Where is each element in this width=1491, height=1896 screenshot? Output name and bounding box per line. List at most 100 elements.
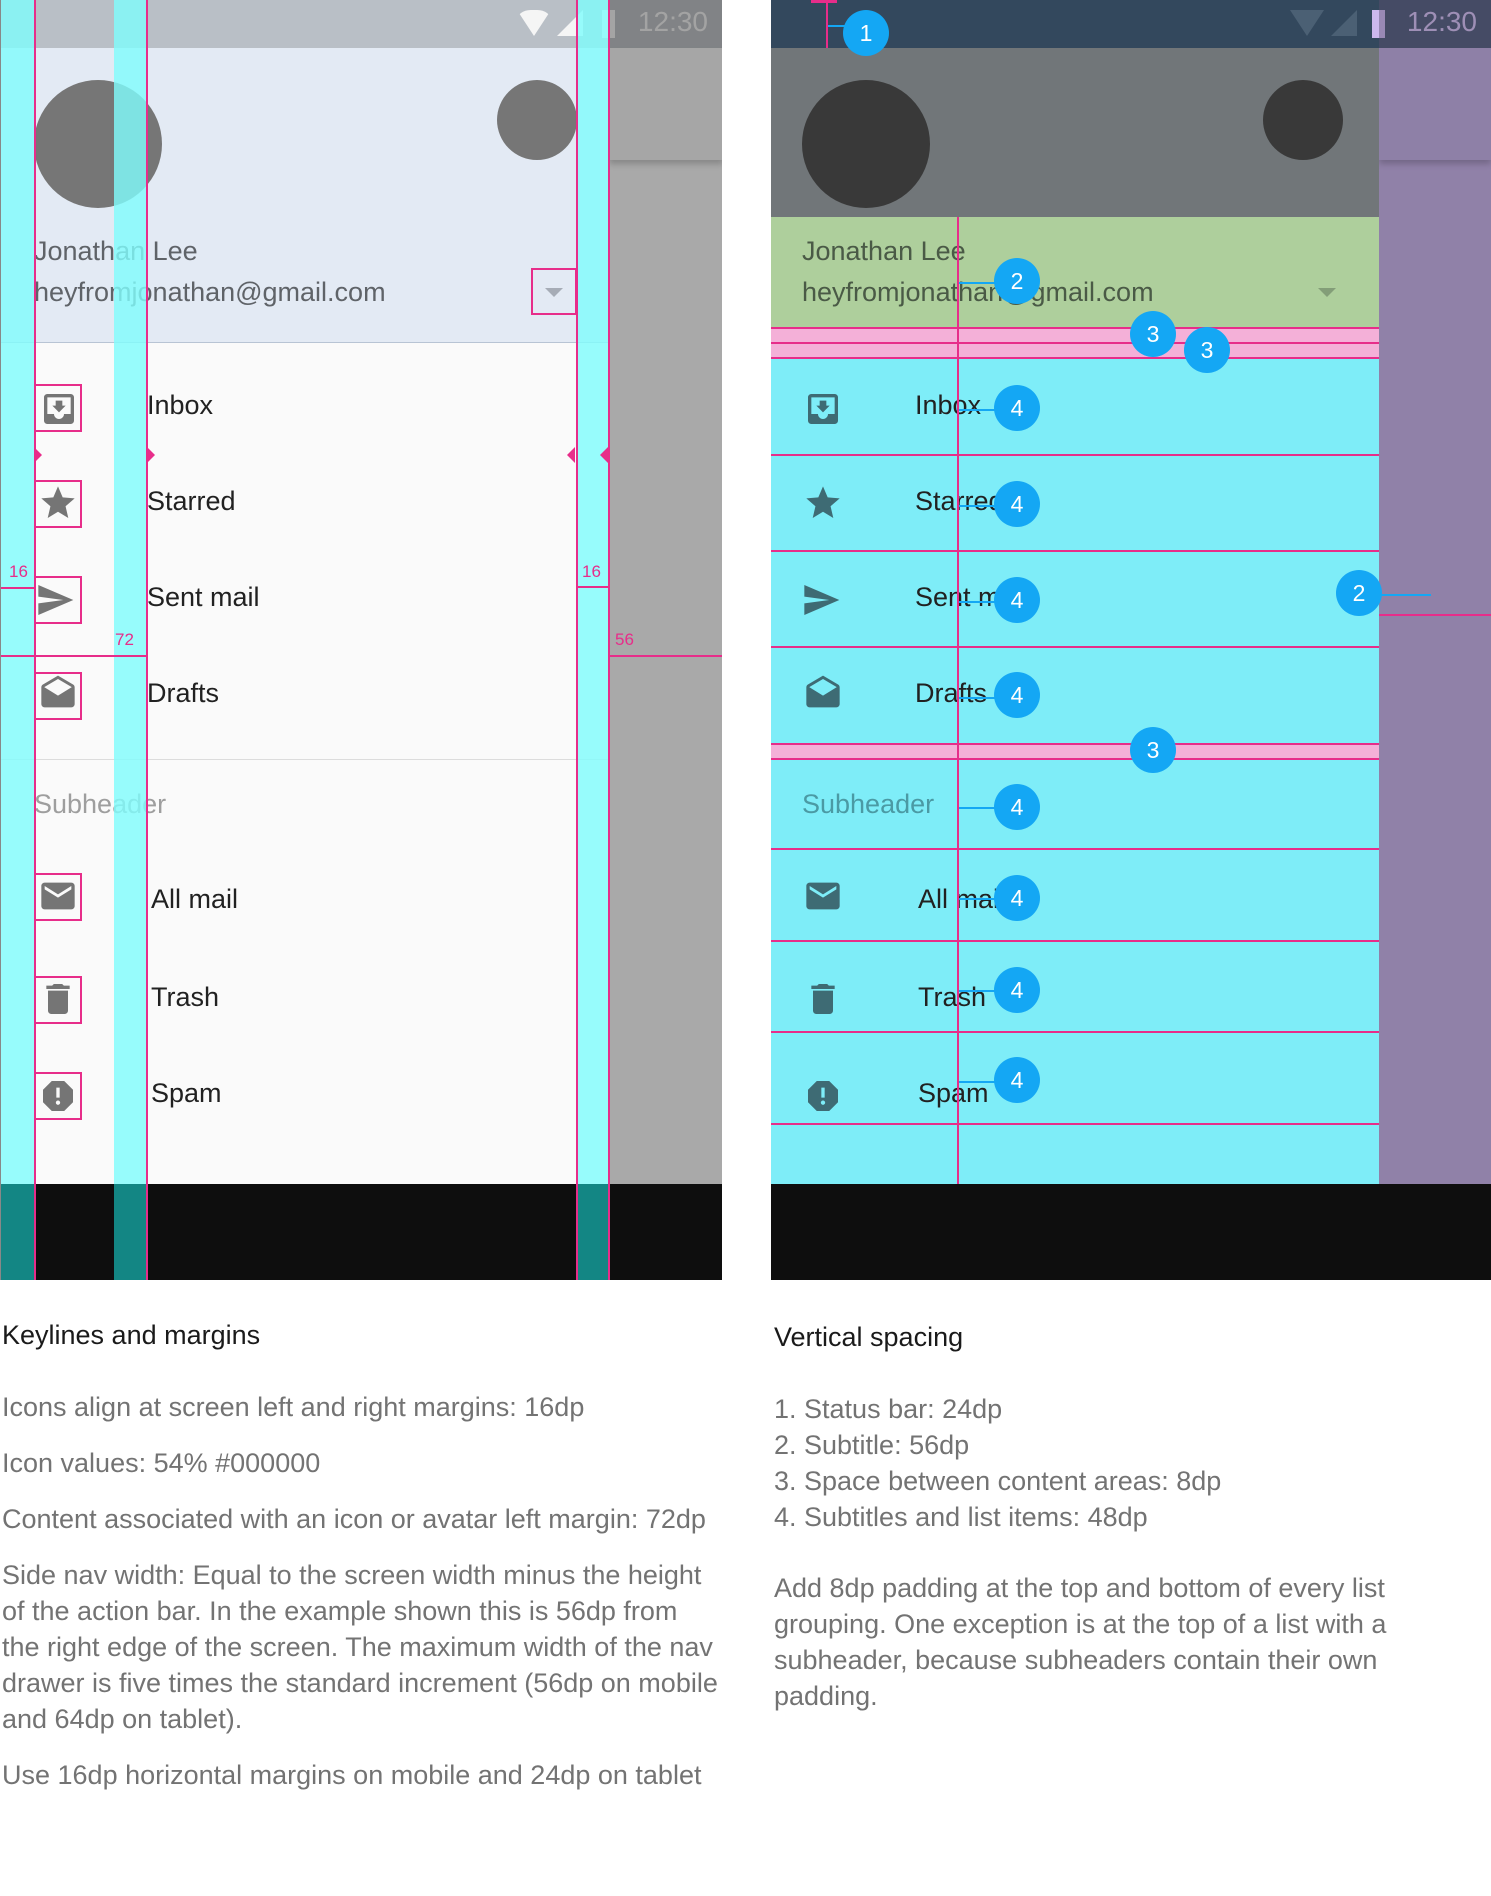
badge-leader xyxy=(959,601,999,603)
subtitle-area xyxy=(771,217,1379,327)
nav-drawer: Jonathan Lee heyfromjonathan@gmail.com S… xyxy=(1,0,609,1184)
spacing-badge: 1 xyxy=(843,10,889,56)
measure-line xyxy=(1,587,34,589)
nav-item-spam[interactable]: Spam xyxy=(151,1078,222,1108)
status-time: 12:30 xyxy=(1406,6,1477,37)
app-bar-shadow xyxy=(609,48,722,160)
spacing-badge: 3 xyxy=(1130,311,1176,357)
dropdown-box[interactable] xyxy=(531,268,577,315)
drafts-icon xyxy=(41,675,75,708)
badge-leader xyxy=(959,409,999,411)
measure-line xyxy=(957,217,959,1184)
nav-drawer: Jonathan Lee heyfromjonathan@gmail.com S… xyxy=(771,0,1379,1184)
spacing-badge: 3 xyxy=(1184,327,1230,373)
send-icon xyxy=(804,585,840,615)
nav-item-trash[interactable]: Trash xyxy=(151,982,220,1012)
spacing-badge: 4 xyxy=(994,672,1040,718)
nav-item-inbox[interactable]: Inbox xyxy=(915,390,982,420)
arrow-drop-down-icon xyxy=(545,288,563,297)
nav-item-drafts[interactable]: Drafts xyxy=(147,678,220,708)
secondary-avatar[interactable] xyxy=(497,80,577,160)
content-keyline xyxy=(114,0,147,1280)
secondary-avatar[interactable] xyxy=(1263,80,1343,160)
subheader: Subheader xyxy=(802,789,935,819)
measure-tick xyxy=(811,0,837,3)
status-bar: 12:30 xyxy=(771,0,1491,48)
drafts-icon xyxy=(806,675,840,708)
account-name: Jonathan Lee xyxy=(802,236,966,266)
row-divider xyxy=(771,1123,1379,1125)
nav-item-inbox[interactable]: Inbox xyxy=(147,390,214,420)
nav-item-all-mail[interactable]: All mail xyxy=(151,884,239,914)
spacing-badge: 4 xyxy=(994,875,1040,921)
inbox-icon xyxy=(808,394,838,424)
caption-paragraph: Icon values: 54% #000000 xyxy=(2,1448,321,1478)
keyline-marker xyxy=(147,447,155,463)
caption-paragraph: Icons align at screen left and right mar… xyxy=(2,1392,585,1422)
row-divider xyxy=(771,1031,1379,1033)
wifi-icon xyxy=(1290,10,1324,36)
signal-icon xyxy=(1331,10,1357,36)
arrow-drop-down-icon[interactable] xyxy=(1318,288,1336,297)
spacing-badge: 2 xyxy=(994,258,1040,304)
report-icon xyxy=(808,1081,838,1111)
spacing-list-item: 1. Status bar: 24dp xyxy=(774,1394,1003,1424)
spacing-badge: 4 xyxy=(994,967,1040,1013)
caption-paragraph: Add 8dp padding at the top and bottom of… xyxy=(774,1573,1387,1711)
caption-paragraph: Use 16dp horizontal margins on mobile an… xyxy=(2,1760,702,1790)
wifi-icon xyxy=(517,10,551,36)
keyline-on-navbar xyxy=(114,1184,147,1280)
nav-item-starred[interactable]: Starred xyxy=(915,486,1004,516)
status-bar-scrim xyxy=(1379,0,1491,48)
spacing-list-item: 2. Subtitle: 56dp xyxy=(774,1430,970,1460)
system-nav-bar xyxy=(771,1184,1491,1280)
measure-line xyxy=(1,655,147,657)
spacing-8dp xyxy=(771,743,1379,760)
caption-title: Vertical spacing xyxy=(774,1322,964,1352)
keyline-right-16 xyxy=(576,0,578,1280)
spacing-badge: 2 xyxy=(1336,570,1382,616)
badge-leader xyxy=(959,807,999,809)
keyline-72 xyxy=(146,0,148,1280)
row-divider xyxy=(771,646,1379,648)
row-divider xyxy=(771,454,1379,456)
keyline-on-navbar xyxy=(577,1184,609,1280)
keylines-caption: Keylines and margins Icons align at scre… xyxy=(2,1320,722,1793)
keylines-phone-mockup: Jonathan Lee heyfromjonathan@gmail.com S… xyxy=(0,0,722,1280)
battery-icon xyxy=(1372,10,1385,38)
badge-leader xyxy=(959,282,999,284)
spacing-badge: 3 xyxy=(1130,727,1176,773)
keyline-marker xyxy=(600,447,608,463)
mail-icon xyxy=(806,882,840,910)
measure-line xyxy=(826,0,828,48)
caption-paragraph: Side nav width: Equal to the screen widt… xyxy=(2,1560,718,1734)
row-divider xyxy=(771,550,1379,552)
status-bar-scrim xyxy=(609,0,722,48)
nav-item-spam[interactable]: Spam xyxy=(918,1078,989,1108)
spacing-badge: 4 xyxy=(994,385,1040,431)
spacing-list-item: 3. Space between content areas: 8dp xyxy=(774,1466,1222,1496)
keyline-marker xyxy=(34,447,42,463)
star-icon xyxy=(41,486,75,518)
measure-line xyxy=(577,586,609,588)
spacing-divider xyxy=(771,342,1379,344)
trash-icon xyxy=(46,984,70,1014)
vertical-spacing-caption: Vertical spacing 1. Status bar: 24dp 2. … xyxy=(774,1322,1484,1714)
nav-item-starred[interactable]: Starred xyxy=(147,486,236,516)
measure-label-72: 72 xyxy=(115,630,134,649)
right-margin-keyline xyxy=(577,0,609,1280)
avatar[interactable] xyxy=(802,80,930,208)
app-bar-shadow xyxy=(1379,48,1491,160)
nav-item-trash[interactable]: Trash xyxy=(918,982,987,1012)
system-nav-bar xyxy=(1,1184,722,1280)
caption-title: Keylines and margins xyxy=(2,1320,261,1350)
measure-line xyxy=(609,655,722,657)
nav-item-sent-mail[interactable]: Sent mail xyxy=(147,582,260,612)
caption-paragraph: Content associated with an icon or avata… xyxy=(2,1504,706,1534)
badge-leader xyxy=(959,898,999,900)
keyline-on-navbar xyxy=(1,1184,34,1280)
report-icon xyxy=(43,1081,73,1111)
nav-item-drafts[interactable]: Drafts xyxy=(915,678,988,708)
badge-leader xyxy=(959,1081,999,1083)
account-email: heyfromjonathan@gmail.com xyxy=(34,277,386,307)
